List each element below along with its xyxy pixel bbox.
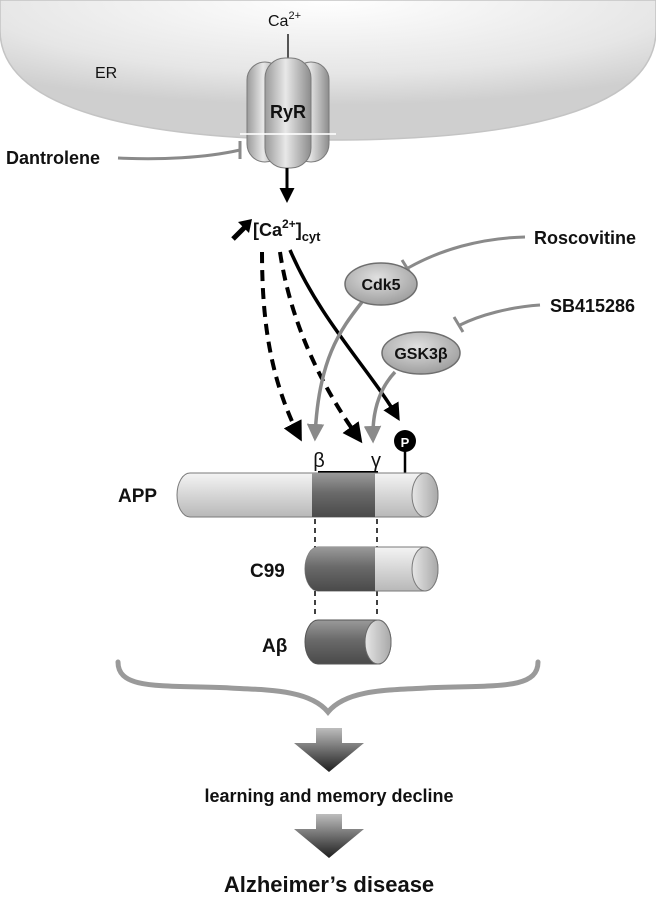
er-label: ER [95,65,117,82]
ryr-label: RyR [270,102,306,122]
ca-to-beta-dashed-arrow [260,251,302,442]
cdk5-oval [344,262,418,306]
gsk3b-label: GSK3β [394,346,448,363]
c99-cylinder [304,546,439,592]
sb415286-inhibition-line [459,303,541,327]
ca-to-phosphorylation-arrow [288,249,400,422]
phospho-circle [394,430,416,452]
abeta-cylinder [304,619,392,665]
ca-to-gamma-dashed-arrow [278,251,363,444]
ca-top-label: Ca2+ [268,10,301,30]
cdk5-label: Cdk5 [361,277,400,294]
sb415286-label: SB415286 [550,296,635,316]
increase-arrow-icon [231,219,252,241]
beta-secretase-label: β [313,450,325,472]
gsk3b-to-gamma-arrow [363,370,397,444]
dantrolene-inhibition-line [117,148,241,161]
roscovitine-inhibition-line [407,235,526,270]
roscovitine-label: Roscovitine [534,228,636,248]
dantrolene-label: Dantrolene [6,148,100,168]
alzheimers-disease-label: Alzheimer’s disease [224,872,434,897]
er-membrane [0,0,656,141]
down-arrow-icon [294,728,364,772]
learning-memory-decline-label: learning and memory decline [204,786,453,806]
sb415286-inhibition-bar [452,316,465,333]
down-arrow-icon-2 [294,814,364,858]
app-cylinder [176,472,439,518]
curly-brace [115,659,541,716]
ca-cyt-label: [Ca2+]cyt [253,217,321,244]
app-label: APP [118,486,157,507]
gamma-secretase-label: γ [371,450,381,472]
abeta-label: Aβ [262,636,287,657]
phospho-label: P [401,435,410,450]
gsk3b-oval [381,331,461,375]
cdk5-to-beta-arrow [306,300,364,442]
c99-label: C99 [250,561,285,582]
